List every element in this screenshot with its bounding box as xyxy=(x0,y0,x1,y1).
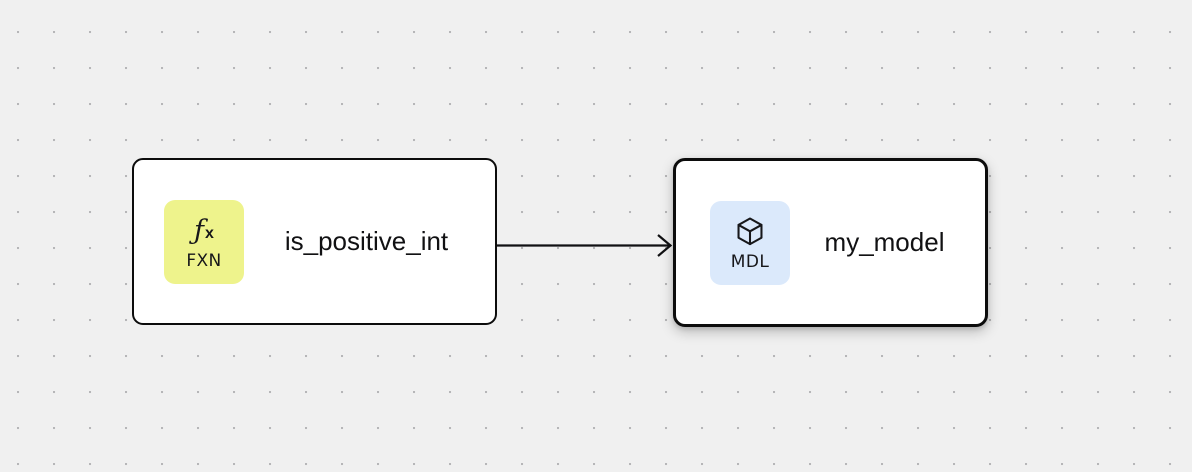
node-label-my-model: my_model xyxy=(824,227,945,257)
node-badge-caption: MDL xyxy=(730,251,770,272)
node-badge-caption: FXN xyxy=(186,250,222,271)
cube-icon-svg xyxy=(737,217,763,245)
node-my-model[interactable]: MDL my_model xyxy=(673,158,988,327)
edge-is-positive-int-to-my-model[interactable] xyxy=(497,234,673,257)
node-label-is-positive-int: is_positive_int xyxy=(284,226,449,256)
node-badge-mdl: MDL xyxy=(710,200,790,285)
cube-icon xyxy=(734,214,766,250)
function-icon-x: x xyxy=(205,224,214,242)
function-icon-glyph: ƒ xyxy=(194,215,205,246)
arrowhead-icon xyxy=(657,234,673,257)
